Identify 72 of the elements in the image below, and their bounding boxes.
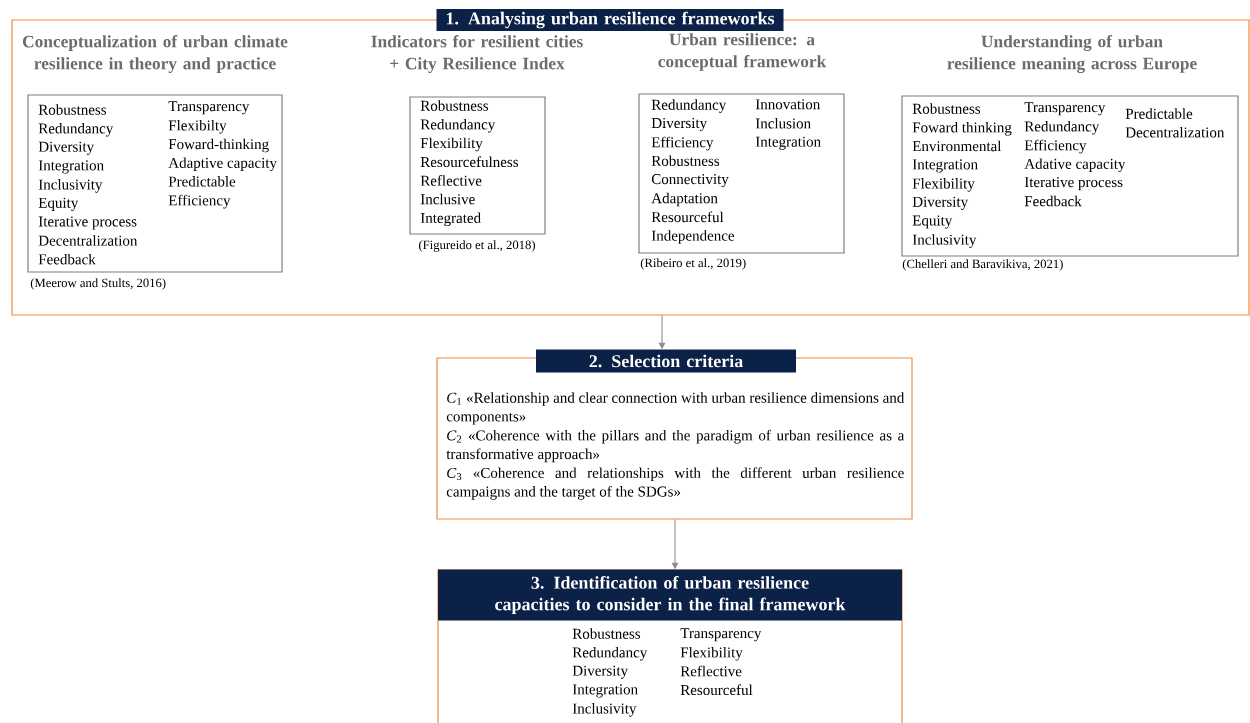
capacity-item: Diversity bbox=[651, 117, 708, 132]
capacity-item: Redundancy bbox=[38, 123, 114, 137]
capacity-item: Predictable bbox=[168, 176, 236, 187]
capacity-item: Diversity bbox=[38, 141, 95, 155]
capacity-item: Flexibility bbox=[912, 178, 975, 192]
capacity-item: Redundancy bbox=[651, 99, 727, 113]
capacity-item: Flexibility bbox=[680, 647, 743, 661]
capacity-item: Redundancy bbox=[1024, 121, 1100, 135]
capacity-item: Connectivity bbox=[651, 174, 729, 188]
capacity-item: Integration bbox=[572, 684, 638, 698]
capacity-item: Foward thinking bbox=[912, 122, 1012, 136]
capacity-item: Reflective bbox=[680, 665, 742, 677]
capacity-item: Robustness bbox=[651, 155, 720, 166]
capacity-item: Adaptation bbox=[651, 192, 718, 207]
capacity-item: Decentralization bbox=[38, 235, 138, 246]
title-bar: 1. Analysing urban resilience frameworks bbox=[436, 9, 784, 31]
capacity-item: Transparency bbox=[168, 101, 250, 115]
capacity-item: Feedback bbox=[1024, 195, 1082, 207]
capacity-item: Resourceful bbox=[651, 211, 724, 223]
capacity-item: Decentralization bbox=[1125, 127, 1225, 138]
capacity-item: Flexibilty bbox=[168, 120, 227, 134]
capacity-item: Adative capacity bbox=[1024, 158, 1126, 172]
capacity-item: Diversity bbox=[912, 196, 969, 210]
capacity-item: Diversity bbox=[572, 665, 629, 679]
capacity-item: Equity bbox=[912, 215, 953, 229]
capacity-item: Adaptive capacity bbox=[168, 157, 277, 171]
title-bar: 3. Identification of urban resilience capacities to consider in the final framework bbox=[438, 569, 902, 621]
capacity-item: Predictable bbox=[1125, 108, 1193, 119]
capacity-item: Transparency bbox=[680, 628, 762, 642]
framework-heading: Understanding of urban resilience meaning across Europe bbox=[947, 34, 1197, 73]
capacity-item: Robustness bbox=[912, 103, 981, 114]
criterion-text: C$_{1}$ «Relationship and clear connection with urban resilience dimensions and components» bbox=[446, 392, 905, 425]
capacity-item: Efficiency bbox=[168, 194, 231, 209]
citation: (Meerow and Stults, 2016) bbox=[30, 278, 166, 290]
capacity-item: Innovation bbox=[755, 99, 821, 110]
capacity-item: Integration bbox=[38, 160, 104, 174]
capacity-item: Foward-thinking bbox=[168, 138, 269, 153]
capacity-item: Iterative process bbox=[38, 216, 137, 230]
capacity-item: Iterative process bbox=[1024, 177, 1123, 191]
capacity-item: Integrated bbox=[420, 212, 481, 227]
capacity-item: Inclusivity bbox=[38, 179, 103, 193]
criterion-text: C$_{2}$ «Coherence with the pillars and the paradigm of urban resilience as a transformative approach» bbox=[446, 429, 905, 463]
capacity-item: Resourceful bbox=[680, 684, 753, 696]
capacity-item: Transparency bbox=[1024, 102, 1106, 116]
capacity-item: Redundancy bbox=[572, 647, 648, 661]
capacity-item: Inclusion bbox=[755, 118, 811, 129]
capacity-item: Integration bbox=[755, 136, 821, 150]
title-bar: 2. Selection criteria bbox=[536, 349, 796, 373]
citation: (Figureido et al., 2018) bbox=[419, 240, 536, 252]
capacity-item: Independence bbox=[651, 230, 735, 244]
criterion-text: C$_{3}$ «Coherence and relationships with the different urban resilience campaigns and the target of the SDGs» bbox=[446, 467, 904, 500]
capacity-item: Inclusive bbox=[420, 193, 475, 205]
capacity-item: Resourcefulness bbox=[420, 156, 519, 168]
capacity-item: Equity bbox=[38, 197, 79, 211]
capacity-item: Inclusivity bbox=[912, 234, 977, 248]
citation: (Ribeiro et al., 2019) bbox=[640, 258, 746, 270]
capacity-item: Efficiency bbox=[1024, 139, 1087, 154]
capacity-item: Redundancy bbox=[420, 119, 496, 133]
capacity-item: Flexibility bbox=[420, 137, 483, 152]
capacity-item: Robustness bbox=[572, 628, 641, 639]
capacity-item: Efficiency bbox=[651, 136, 714, 151]
capacity-item: Feedback bbox=[38, 253, 96, 265]
capacity-item: Integration bbox=[912, 159, 978, 173]
capacity-item: Reflective bbox=[420, 175, 482, 186]
capacity-item: Robustness bbox=[420, 100, 489, 111]
citation: (Chelleri and Baravikiva, 2021) bbox=[902, 259, 1063, 271]
capacity-item: Environmental bbox=[912, 140, 1002, 152]
capacity-item: Robustness bbox=[38, 104, 107, 115]
framework-heading: Urban resilience: a conceptual framework bbox=[658, 33, 827, 71]
framework-heading: Conceptualization of urban climate resilience in theory and practice bbox=[22, 35, 288, 73]
framework-heading: Indicators for resilient cities + City Resilience Index bbox=[371, 35, 583, 73]
capacity-item: Inclusivity bbox=[572, 703, 637, 717]
